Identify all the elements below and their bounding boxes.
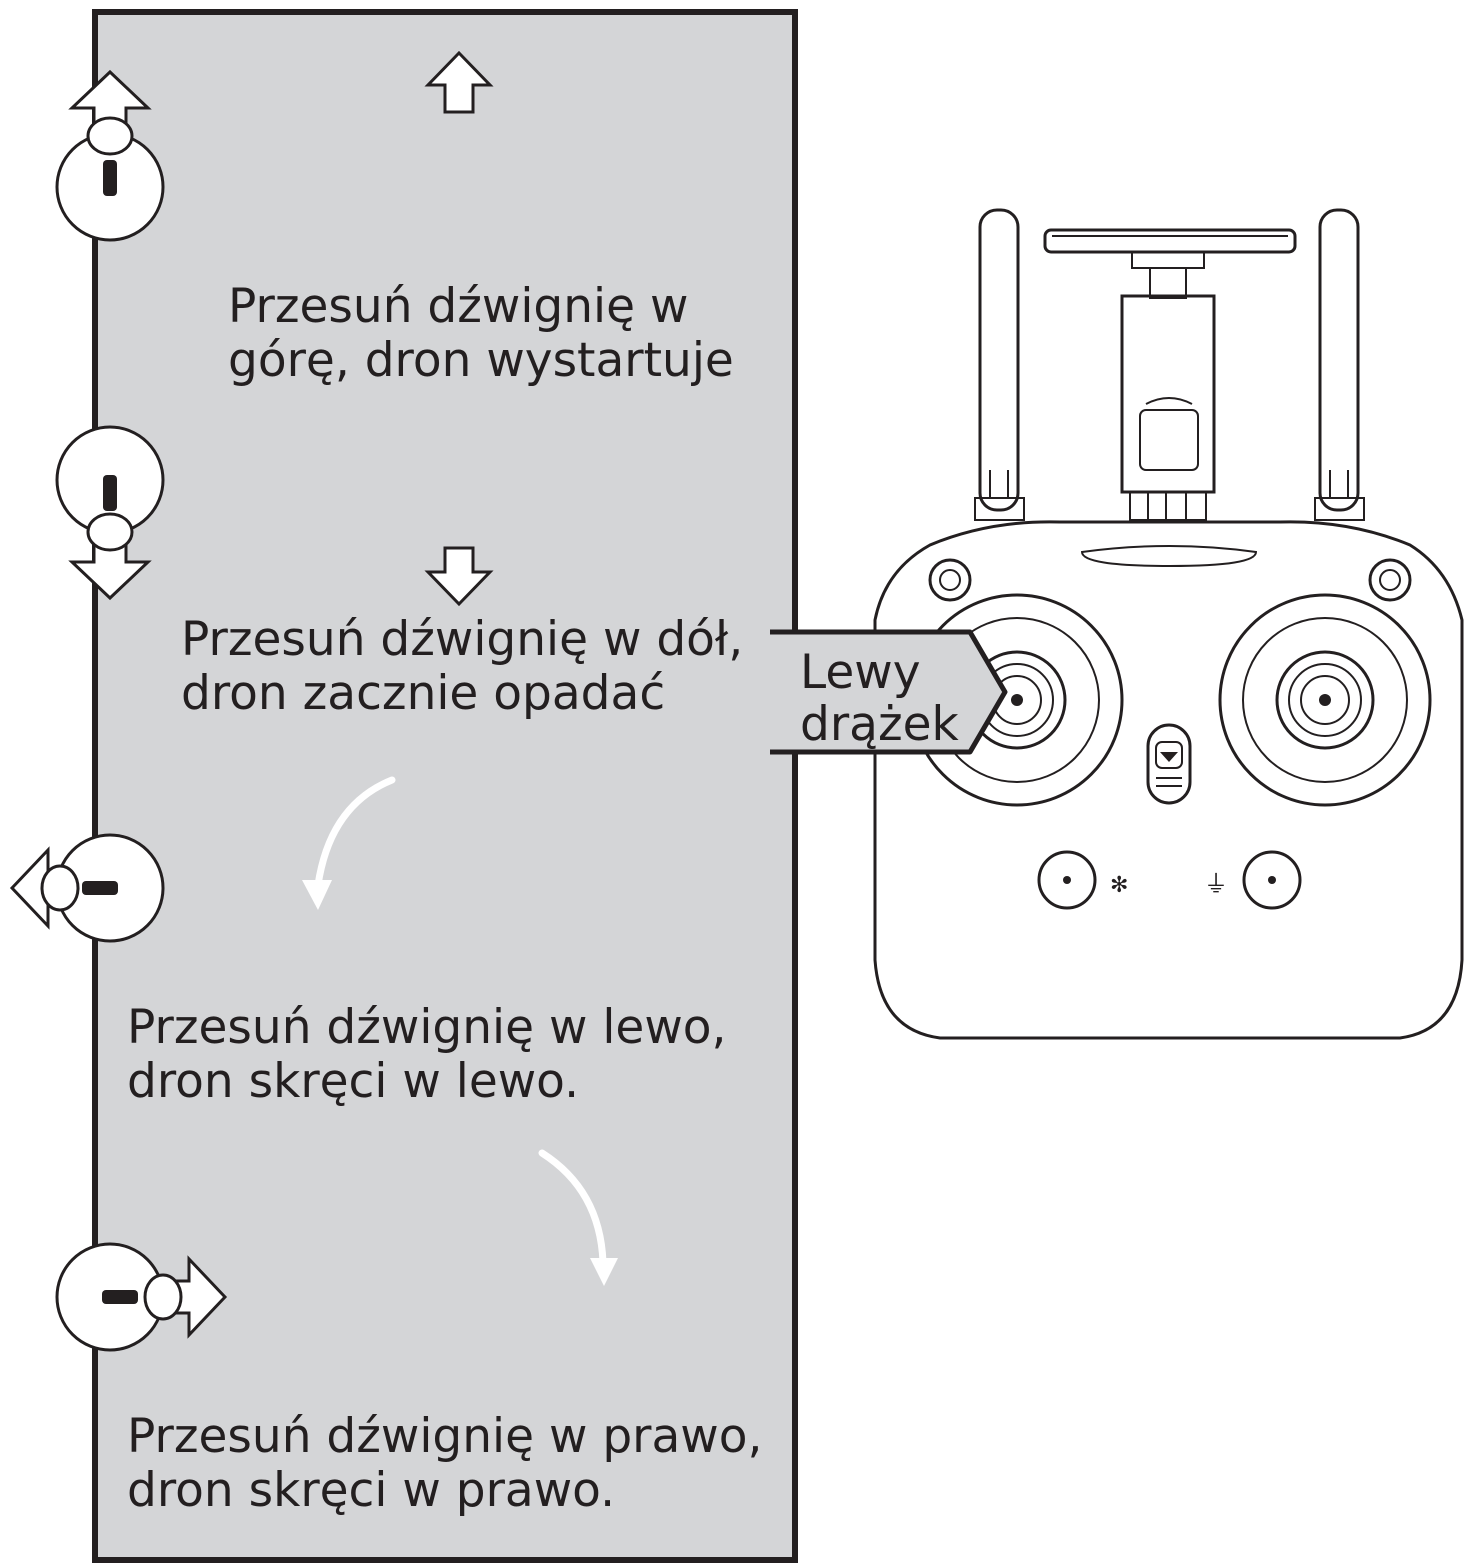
instruction-right-text: Przesuń dźwignię w prawo, dron skręci w … [127, 1409, 777, 1518]
status-led-bar [1080, 545, 1258, 568]
instruction-right-line-2: dron skręci w prawo. [127, 1463, 615, 1518]
stick-down-icon [55, 425, 165, 601]
left-stick-callout [770, 629, 1008, 755]
right-antenna [1314, 208, 1365, 521]
phone-holder [1043, 228, 1297, 521]
curved-arrow-left-icon [302, 776, 396, 910]
bottom-left-button: ✻ [1037, 850, 1128, 910]
callout-line-1: Lewy [800, 645, 921, 700]
instruction-panel [92, 9, 798, 1563]
bottom-right-button: ⏚ [1204, 850, 1302, 910]
stick-right-icon [55, 1242, 228, 1352]
instruction-up-line-2: górę, dron wystartuje [228, 333, 734, 388]
instruction-up-line-1: Przesuń dźwignię w [228, 279, 688, 334]
callout-line-2: drążek [800, 697, 960, 752]
arrow-down-icon [424, 546, 494, 607]
landing-symbol-icon: ⏚ [1204, 870, 1228, 898]
remote-controller-icon: ✻ ⏚ [873, 208, 1464, 1040]
instruction-left-text: Przesuń dźwignię w lewo, dron skręci w l… [127, 1000, 741, 1109]
gear-symbol-icon: ✻ [1110, 873, 1128, 898]
left-antenna [974, 208, 1025, 521]
instruction-left-line-2: dron skręci w lewo. [127, 1054, 579, 1109]
instruction-down-line-1: Przesuń dźwignię w dół, [181, 612, 743, 667]
curved-arrow-right-icon [538, 1149, 618, 1286]
controller-body [873, 520, 1464, 1040]
instruction-left-line-1: Przesuń dźwignię w lewo, [127, 1000, 726, 1055]
instruction-right-line-1: Przesuń dźwignię w prawo, [127, 1409, 762, 1464]
instruction-down-line-2: dron zacznie opadać [181, 666, 665, 721]
callout-text: Lewy drążek [800, 645, 960, 752]
stick-up-icon [55, 69, 165, 242]
instruction-down-text: Przesuń dźwignię w dół, dron zacznie opa… [181, 612, 758, 721]
top-left-button [928, 558, 972, 602]
stick-left-icon [9, 833, 165, 943]
arrow-up-icon [424, 50, 494, 114]
instruction-up-text: Przesuń dźwignię w górę, dron wystartuje [228, 279, 734, 388]
center-switch [1146, 723, 1192, 805]
top-right-button [1368, 558, 1412, 602]
right-stick-graphic [1218, 593, 1432, 807]
